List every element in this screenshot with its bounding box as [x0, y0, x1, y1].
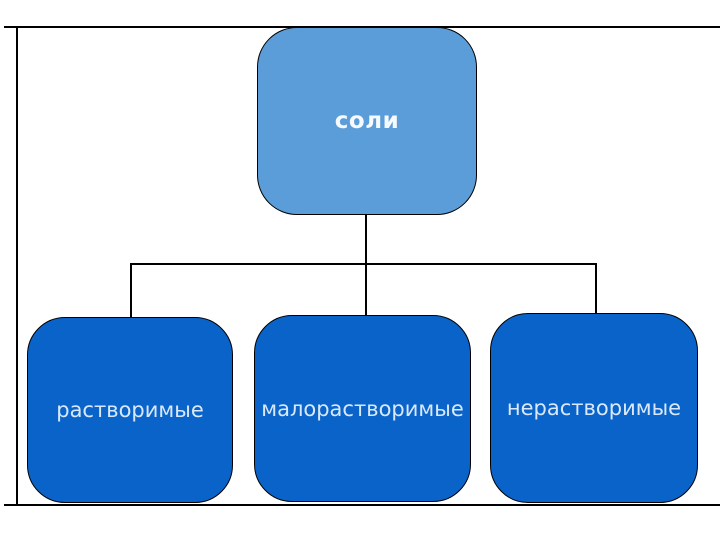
connector-drop-middle — [364, 263, 367, 315]
slide-border-bottom — [4, 504, 720, 506]
diagram-node-insoluble: нерастворимые — [490, 313, 698, 503]
connector-drop-left — [129, 263, 132, 317]
diagram-node-salts-root: соли — [257, 27, 477, 215]
root-node-label: соли — [334, 108, 400, 134]
child-node-label: малорастворимые — [261, 396, 464, 421]
child-node-label: растворимые — [56, 398, 204, 422]
slide-border-left — [16, 26, 18, 506]
connector-drop-right — [594, 263, 597, 313]
connector-root-vertical — [364, 215, 367, 265]
child-node-label: нерастворимые — [506, 396, 682, 420]
diagram-node-slightly-soluble: малорастворимые — [254, 315, 471, 502]
diagram-node-soluble: растворимые — [27, 317, 233, 503]
connector-horizontal-bar — [130, 263, 597, 265]
